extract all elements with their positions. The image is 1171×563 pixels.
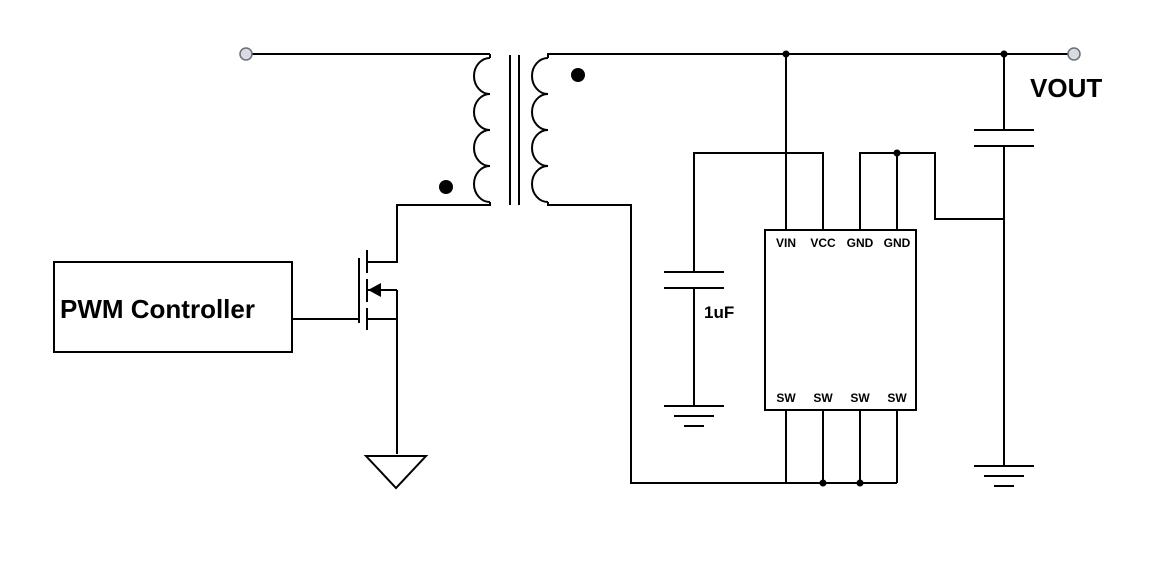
ic-pin-vin: VIN — [776, 236, 796, 250]
primary-to-drain-wire — [367, 202, 491, 263]
ic-pin-sw-4: SW — [887, 391, 907, 405]
output-capacitor — [974, 129, 1034, 147]
vcc-wire — [693, 152, 824, 272]
ic-pin-sw-2: SW — [813, 391, 833, 405]
junction-sw3 — [856, 479, 864, 487]
output-ground-symbol — [974, 465, 1034, 487]
junction-vin — [782, 50, 790, 58]
input-terminal — [239, 47, 253, 61]
transformer — [439, 55, 585, 205]
capacitor-value-label: 1uF — [704, 303, 734, 322]
switch-node-bus — [547, 202, 897, 484]
secondary-polarity-dot — [571, 68, 585, 82]
mosfet — [358, 250, 397, 330]
junction-vout — [1000, 50, 1008, 58]
primary-winding — [473, 57, 491, 203]
ic-pin-gnd-1: GND — [847, 236, 874, 250]
pwm-controller-box — [53, 261, 293, 353]
ic-ground-wire — [859, 152, 1004, 230]
primary-polarity-dot — [439, 180, 453, 194]
mosfet-ground-symbol — [363, 455, 429, 490]
vcc-capacitor — [664, 271, 724, 289]
output-terminal — [1067, 47, 1081, 61]
ic-package — [764, 229, 917, 411]
pwm-controller-label: PWM Controller — [60, 294, 255, 324]
cap-ground-symbol — [664, 405, 724, 427]
output-rail — [547, 53, 1068, 58]
vout-label: VOUT — [1030, 73, 1102, 103]
ic-pin-gnd-2: GND — [884, 236, 911, 250]
junction-sw2 — [819, 479, 827, 487]
input-rail — [252, 53, 491, 58]
mosfet-body-arrow — [368, 283, 381, 297]
secondary-winding — [531, 57, 549, 203]
ic-pin-sw-1: SW — [776, 391, 796, 405]
ic-pin-sw-3: SW — [850, 391, 870, 405]
ic-pin-vcc: VCC — [810, 236, 836, 250]
junction-gnd — [893, 149, 901, 157]
